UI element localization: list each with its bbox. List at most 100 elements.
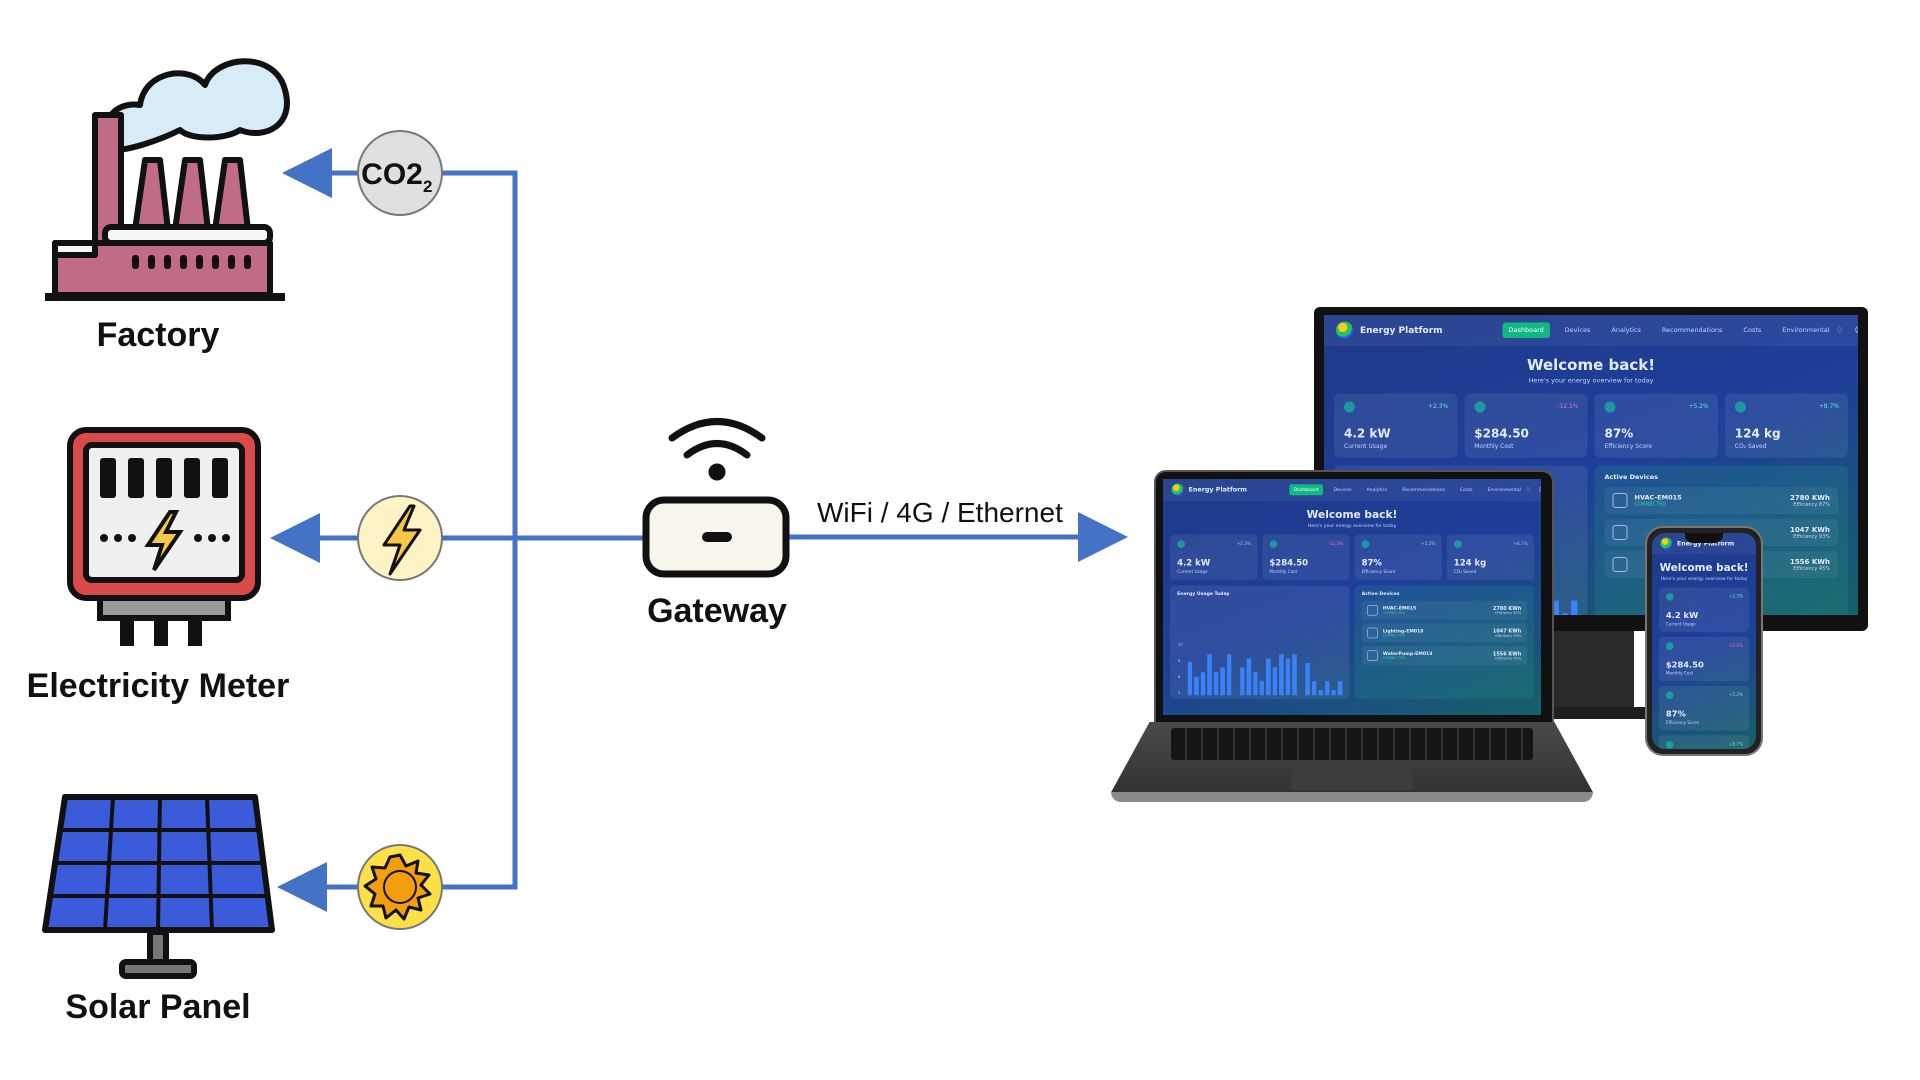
dashboard-app: Energy Platform Dashboard Devices Analytics… — [1163, 479, 1541, 715]
app-brand: Energy Platform — [1188, 485, 1247, 494]
bell-icon[interactable]: ♢ — [1525, 485, 1531, 494]
device-efficiency: Efficiency 45% — [1495, 656, 1522, 661]
stat-value: 4.2 kW — [1344, 426, 1391, 441]
usage-bar — [1338, 681, 1343, 696]
stat-value: $284.50 — [1665, 659, 1704, 670]
user-icon[interactable]: ☺ — [1539, 486, 1541, 493]
solar-panel-label: Solar Panel — [65, 988, 250, 1026]
factory-label: Factory — [97, 316, 220, 354]
app-header: Energy Platform Dashboard Devices Analytics… — [1163, 479, 1541, 501]
nav-dashboard[interactable]: Dashboard — [1502, 322, 1550, 338]
stat-icon — [1269, 540, 1278, 549]
co2-line — [442, 170, 518, 890]
stat-change: +2.3% — [1427, 402, 1449, 410]
usage-bar — [1187, 662, 1193, 696]
usage-bar — [1194, 676, 1199, 696]
stat-icon — [1665, 740, 1674, 749]
device-name: WaterPump-EM013 — [1382, 651, 1433, 657]
nav-analytics[interactable]: Analytics — [1366, 486, 1388, 493]
usage-bar — [1266, 658, 1271, 696]
nav-costs[interactable]: Costs — [1459, 486, 1473, 493]
welcome-title: Welcome back! — [1659, 561, 1749, 574]
laptop-trackpad — [1291, 764, 1413, 790]
bell-icon[interactable]: ♢ — [1835, 324, 1844, 336]
nav-devices[interactable]: Devices — [1333, 486, 1352, 493]
stat-icon — [1665, 691, 1674, 700]
welcome-subtitle: Here's your energy overview for today — [1307, 522, 1397, 529]
device-name: HVAC-EM015 — [1634, 494, 1682, 502]
stat-label: Current Usage — [1177, 569, 1208, 575]
stat-icon — [1361, 540, 1370, 549]
usage-bar — [1318, 689, 1323, 696]
welcome-title: Welcome back! — [1526, 356, 1656, 375]
stat-label: Monthly Cost — [1269, 569, 1298, 575]
stat-change: -12.1% — [1728, 642, 1743, 648]
nav-recommendations[interactable]: Recommendations — [1402, 486, 1446, 493]
nav-recommendations[interactable]: Recommendations — [1661, 326, 1723, 334]
device-icon — [1612, 493, 1628, 508]
stat-card[interactable]: +5.2%87%Efficiency Score — [1354, 534, 1442, 580]
stat-change: -12.1% — [1557, 402, 1579, 410]
monitor-stand — [1554, 627, 1634, 717]
app-logo-icon — [1336, 321, 1353, 339]
nav-environmental[interactable]: Environmental — [1782, 326, 1830, 334]
nav-analytics[interactable]: Analytics — [1611, 326, 1641, 334]
phone-notch — [1685, 533, 1723, 543]
app-logo-icon — [1660, 537, 1673, 550]
stat-value: 124 kg — [1453, 557, 1487, 568]
gateway-label: Gateway — [647, 592, 787, 630]
nav-costs[interactable]: Costs — [1743, 326, 1762, 334]
stat-value: 87% — [1604, 426, 1634, 441]
usage-bar — [1259, 680, 1265, 696]
stat-card[interactable]: +5.2%87%Efficiency Score — [1658, 686, 1750, 731]
usage-bar — [1331, 689, 1336, 696]
usage-bar — [1213, 672, 1219, 696]
stat-icon — [1177, 540, 1185, 549]
nav-devices[interactable]: Devices — [1564, 326, 1591, 334]
electricity-meter-icon — [67, 427, 261, 646]
wifi-icon — [668, 418, 766, 481]
stat-card[interactable]: +5.2%87%Efficiency Score — [1594, 393, 1718, 458]
usage-bar — [1292, 654, 1297, 696]
smartphone: Energy PlatformDashboardDevicesAnalytics… — [1645, 526, 1763, 756]
app-logo-icon — [1171, 483, 1184, 496]
sun-icon — [357, 844, 443, 930]
usage-bar — [1561, 613, 1569, 615]
usage-bar — [1279, 654, 1284, 696]
device-icon — [1367, 627, 1378, 639]
co2-subscript: 2 — [423, 177, 432, 196]
nav-environmental[interactable]: Environmental — [1487, 486, 1521, 493]
device-status: CONNECTED — [1382, 611, 1406, 615]
stat-label: Efficiency Score — [1361, 569, 1396, 575]
device-icon — [1367, 605, 1378, 616]
usage-bar — [1305, 662, 1310, 696]
y-tick: 9 — [1177, 658, 1181, 663]
stat-label: Current Usage — [1344, 442, 1388, 450]
device-icon — [1367, 650, 1378, 661]
nav-dashboard[interactable]: Dashboard — [1289, 484, 1323, 496]
device-energy: 1556 KWh — [1789, 557, 1830, 566]
device-efficiency: Efficiency 93% — [1495, 633, 1522, 638]
stat-icon — [1734, 401, 1746, 413]
usage-bar — [1253, 672, 1258, 696]
usage-bar — [1207, 654, 1212, 696]
welcome-section: Welcome back!Here's your energy overview… — [1324, 357, 1858, 385]
user-icon[interactable]: ☺ — [1855, 325, 1858, 336]
